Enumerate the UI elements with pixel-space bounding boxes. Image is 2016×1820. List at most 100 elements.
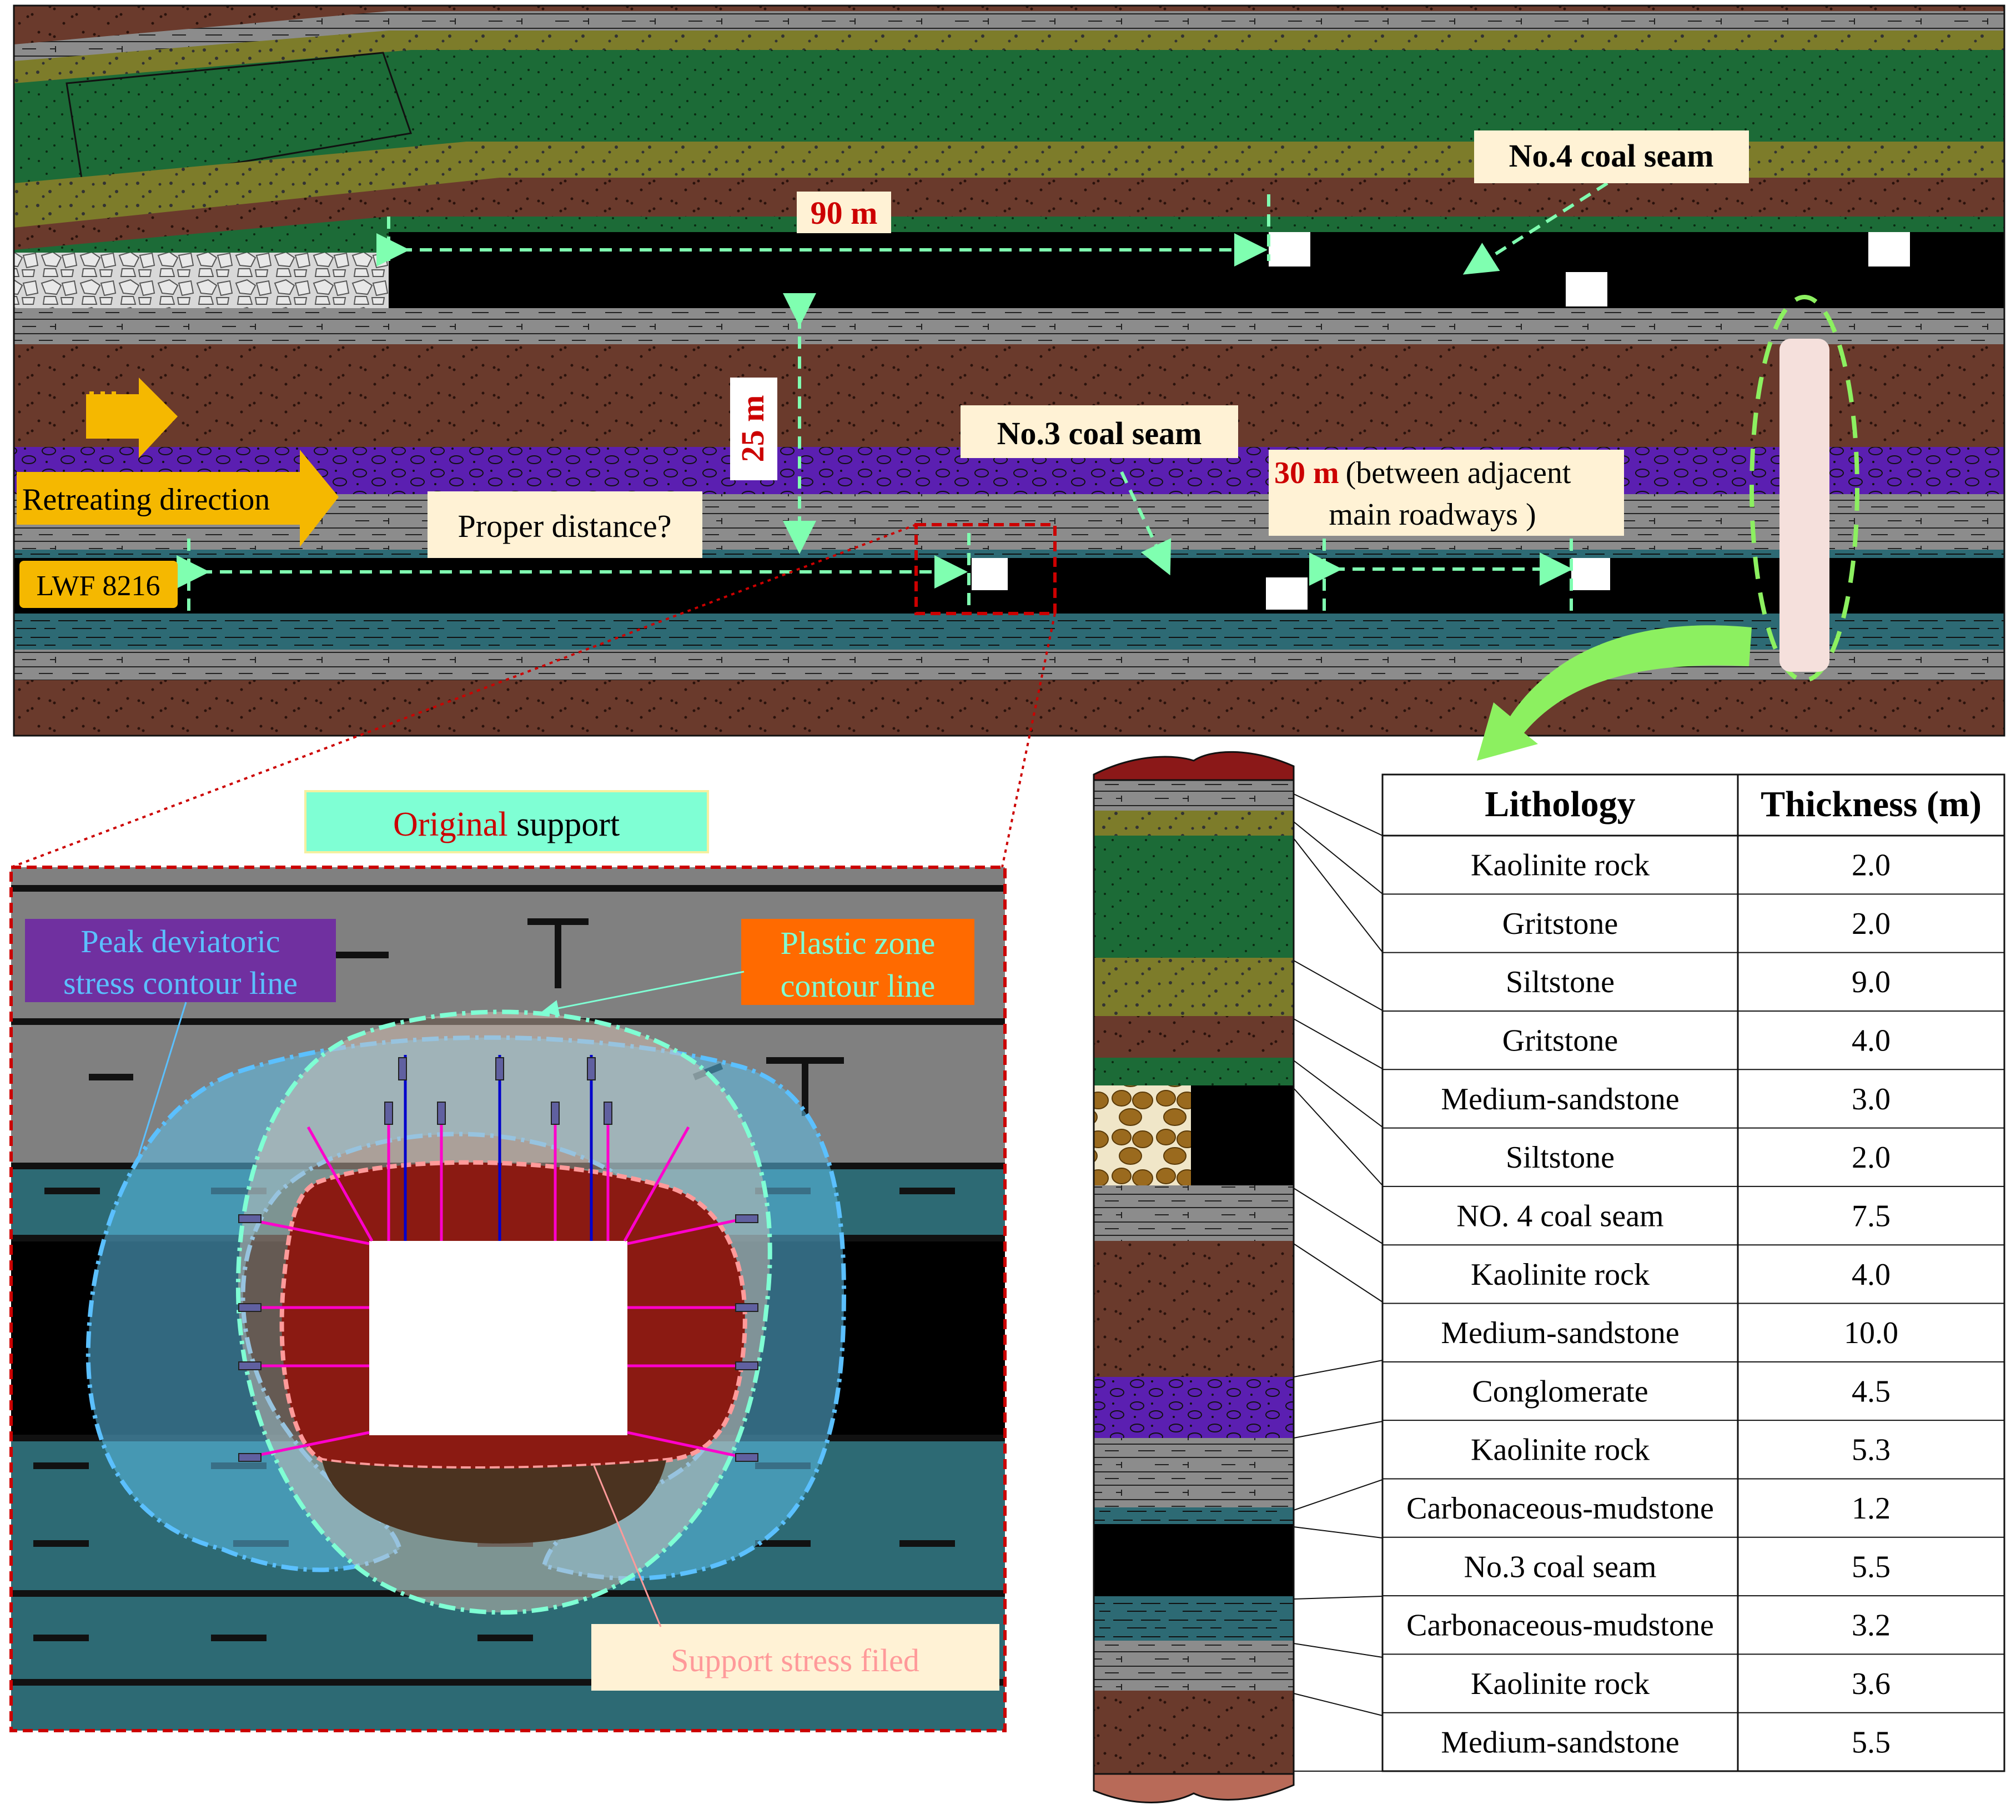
anchor-cables [404, 1055, 593, 1241]
dist90-label: 90 m [811, 195, 878, 231]
table-frame [1381, 773, 2005, 1772]
no3-coal-seam [14, 558, 2004, 614]
table-cell-thickness: 4.0 [1852, 1024, 1891, 1058]
stratum-kaolinite-3 [14, 494, 2004, 550]
table-cell-thickness: 9.0 [1852, 965, 1891, 999]
peak-deviatoric-zone [86, 1035, 847, 1581]
col-conglomerate [1094, 1377, 1294, 1438]
table-cell-lithology: Siltstone [1506, 965, 1615, 999]
peak-label-line1: Peak deviatoric [81, 923, 280, 959]
proper-distance-label: Proper distance? [458, 508, 672, 544]
gob-area [14, 253, 389, 308]
detail-frame [9, 866, 1007, 1732]
support-label: Support stress filed [671, 1642, 919, 1678]
detail-title-rest: support [508, 806, 620, 843]
table-cell-thickness: 4.5 [1852, 1374, 1891, 1409]
table-cell-thickness: 3.0 [1852, 1082, 1891, 1117]
table-row: Siltstone 9.0 [1382, 952, 2004, 999]
table-cell-lithology: Gritstone [1502, 907, 1618, 941]
roadway-no3-3 [1571, 558, 1610, 590]
table-cell-thickness: 1.2 [1852, 1491, 1891, 1526]
table-cell-lithology: Kaolinite rock [1471, 1433, 1650, 1467]
table-cell-thickness: 7.5 [1852, 1199, 1891, 1233]
dist30-line2: main roadways ) [1329, 497, 1536, 532]
detail-kaolinite-marks [11, 885, 1005, 1116]
col-gravel-inset [1094, 1085, 1191, 1185]
table-row: Gritstone 2.0 [1382, 893, 2004, 941]
dist25-box [730, 378, 777, 480]
caved-block [66, 52, 412, 190]
detail-panel: Original support [9, 790, 1007, 1732]
floor-shadow [322, 1460, 666, 1544]
support-leader [593, 1465, 662, 1627]
dist30-line1: 30 m(between adjacent [1274, 456, 1571, 490]
stratum-medium-sandstone-3 [14, 680, 2004, 736]
table-cell-thickness: 2.0 [1852, 1140, 1891, 1175]
support-label-box [591, 1624, 999, 1691]
col-gritstone-1 [1094, 811, 1294, 836]
col-siltstone-2 [1094, 1058, 1294, 1085]
table-cell-thickness: 5.5 [1852, 1725, 1891, 1759]
table-cell-lithology: Kaolinite rock [1471, 848, 1650, 883]
lwf-box [19, 561, 178, 608]
no4-label: No.4 coal seam [1509, 138, 1714, 174]
table-cell-thickness: 4.0 [1852, 1258, 1891, 1292]
no3-label-box [961, 405, 1238, 458]
borehole-highlight [1749, 295, 1859, 682]
table-cell-lithology: Conglomerate [1472, 1374, 1648, 1409]
table-cell-lithology: Medium-sandstone [1441, 1082, 1679, 1117]
col-kaolinite-3 [1094, 1438, 1294, 1507]
table-header-lithology: Lithology [1485, 784, 1635, 824]
roadway-no3-1 [972, 558, 1008, 590]
table-cell-thickness: 2.0 [1852, 848, 1891, 883]
col-no3-coal [1094, 1524, 1294, 1596]
col-medium-sandstone-3 [1094, 1691, 1294, 1774]
detail-indicator-box [914, 523, 1057, 615]
table-cell-thickness: 2.0 [1852, 907, 1891, 941]
table-cell-lithology: No.3 coal seam [1464, 1550, 1657, 1584]
roadway-no3-2 [1266, 577, 1308, 610]
roadway-no4-2 [1566, 272, 1607, 306]
col-medium-sandstone-2 [1094, 1241, 1294, 1377]
col-kaolinite-4 [1094, 1641, 1294, 1691]
cross-section: No.4 coal seam 90 m 25 m No.3 coal seam … [11, 4, 2005, 868]
dist30-box [1269, 450, 1624, 536]
detail-roadway [369, 1241, 627, 1435]
table-cell-thickness: 3.2 [1852, 1608, 1891, 1643]
dist30-number: 30 m [1274, 456, 1339, 490]
borehole-core [1779, 339, 1829, 672]
peak-label-line2: stress contour line [63, 965, 298, 1001]
col-siltstone-1 [1094, 836, 1294, 958]
lwf-label: LWF 8216 [37, 570, 160, 602]
bolt-heads [238, 1057, 758, 1462]
plastic-label-line2: contour line [781, 968, 936, 1004]
peak-label-box [25, 919, 336, 1002]
stratum-kaolinite-2 [14, 308, 2004, 344]
dimension-lines [177, 182, 1608, 614]
section-frame [13, 4, 2005, 737]
col-medium-sandstone-1 [1094, 1016, 1294, 1058]
column-bottom-cap [1093, 1773, 1295, 1803]
table-cell-thickness: 5.3 [1852, 1433, 1891, 1467]
table-row: Medium-sandstone 3.0 [1382, 1069, 2004, 1117]
retreating-arrow [17, 450, 339, 547]
no4-coal-seam [389, 232, 2004, 308]
column-frame [1093, 779, 1295, 1775]
detail-title: Original support [393, 806, 620, 843]
column-leader-lines [1293, 793, 1383, 1772]
borehole-to-column-arrow [1477, 625, 1752, 761]
stratum-carbonaceous-mudstone [14, 550, 2004, 558]
table-row: No.3 coal seam 5.5 [1382, 1536, 2004, 1584]
table-row: Kaolinite rock 2.0 [1471, 848, 1891, 883]
table-cell-thickness: 5.5 [1852, 1550, 1891, 1584]
table-cell-thickness: 3.6 [1852, 1667, 1891, 1701]
table-cell-lithology: Kaolinite rock [1471, 1667, 1650, 1701]
table-header-thickness: Thickness (m) [1761, 784, 1982, 824]
